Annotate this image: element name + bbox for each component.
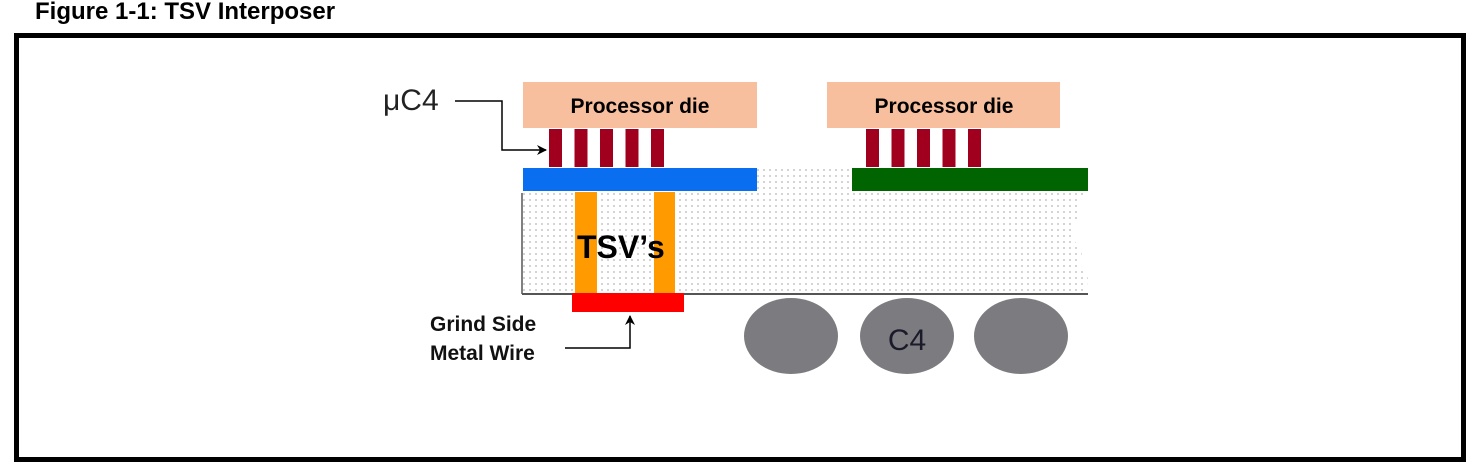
processor-die-label: Processor die [571, 95, 710, 118]
processor-die-right: Processor die [827, 82, 1060, 128]
micro-c4-bumps-right [866, 129, 981, 167]
processor-die-left: Processor die [523, 82, 757, 128]
processor-die-body [523, 82, 757, 128]
grind-side-metal-wire [572, 293, 684, 312]
interposer-metal-green [852, 168, 1088, 191]
micro-c4-bump [968, 129, 981, 167]
grind-side-label-line1: Grind Side [430, 313, 536, 336]
figure-title: Figure 1-1: TSV Interposer [35, 0, 336, 25]
c4-bump [744, 298, 838, 374]
c4-label: C4 [888, 324, 926, 357]
c4-bump [974, 298, 1068, 374]
c4-bump [860, 298, 954, 374]
processor-die-label: Processor die [875, 95, 1014, 118]
tsv-right [654, 192, 675, 294]
micro-c4-bump [549, 129, 562, 167]
interposer-top-gap [757, 168, 851, 193]
micro-c4-bump [866, 129, 879, 167]
micro-c4-bump [625, 129, 639, 167]
micro-c4-bump [891, 129, 905, 167]
grind-side-arrow [565, 315, 635, 349]
micro-c4-bumps-left [549, 129, 664, 167]
tsv-label: TSV’s [577, 229, 665, 265]
interposer-metal-blue [523, 168, 757, 191]
c4-bumps [744, 298, 1068, 374]
micro-c4-bump [917, 129, 930, 167]
processor-die-body [827, 82, 1060, 128]
micro-c4-bump [651, 129, 664, 167]
micro-c4-label: μC4 [383, 84, 439, 117]
micro-c4-bump [600, 129, 613, 167]
tsv-left [575, 192, 597, 294]
micro-c4-bump [574, 129, 588, 167]
micro-c4-bump [942, 129, 956, 167]
micro-c4-arrow [455, 100, 547, 155]
grind-side-label-line2: Metal Wire [430, 342, 535, 365]
